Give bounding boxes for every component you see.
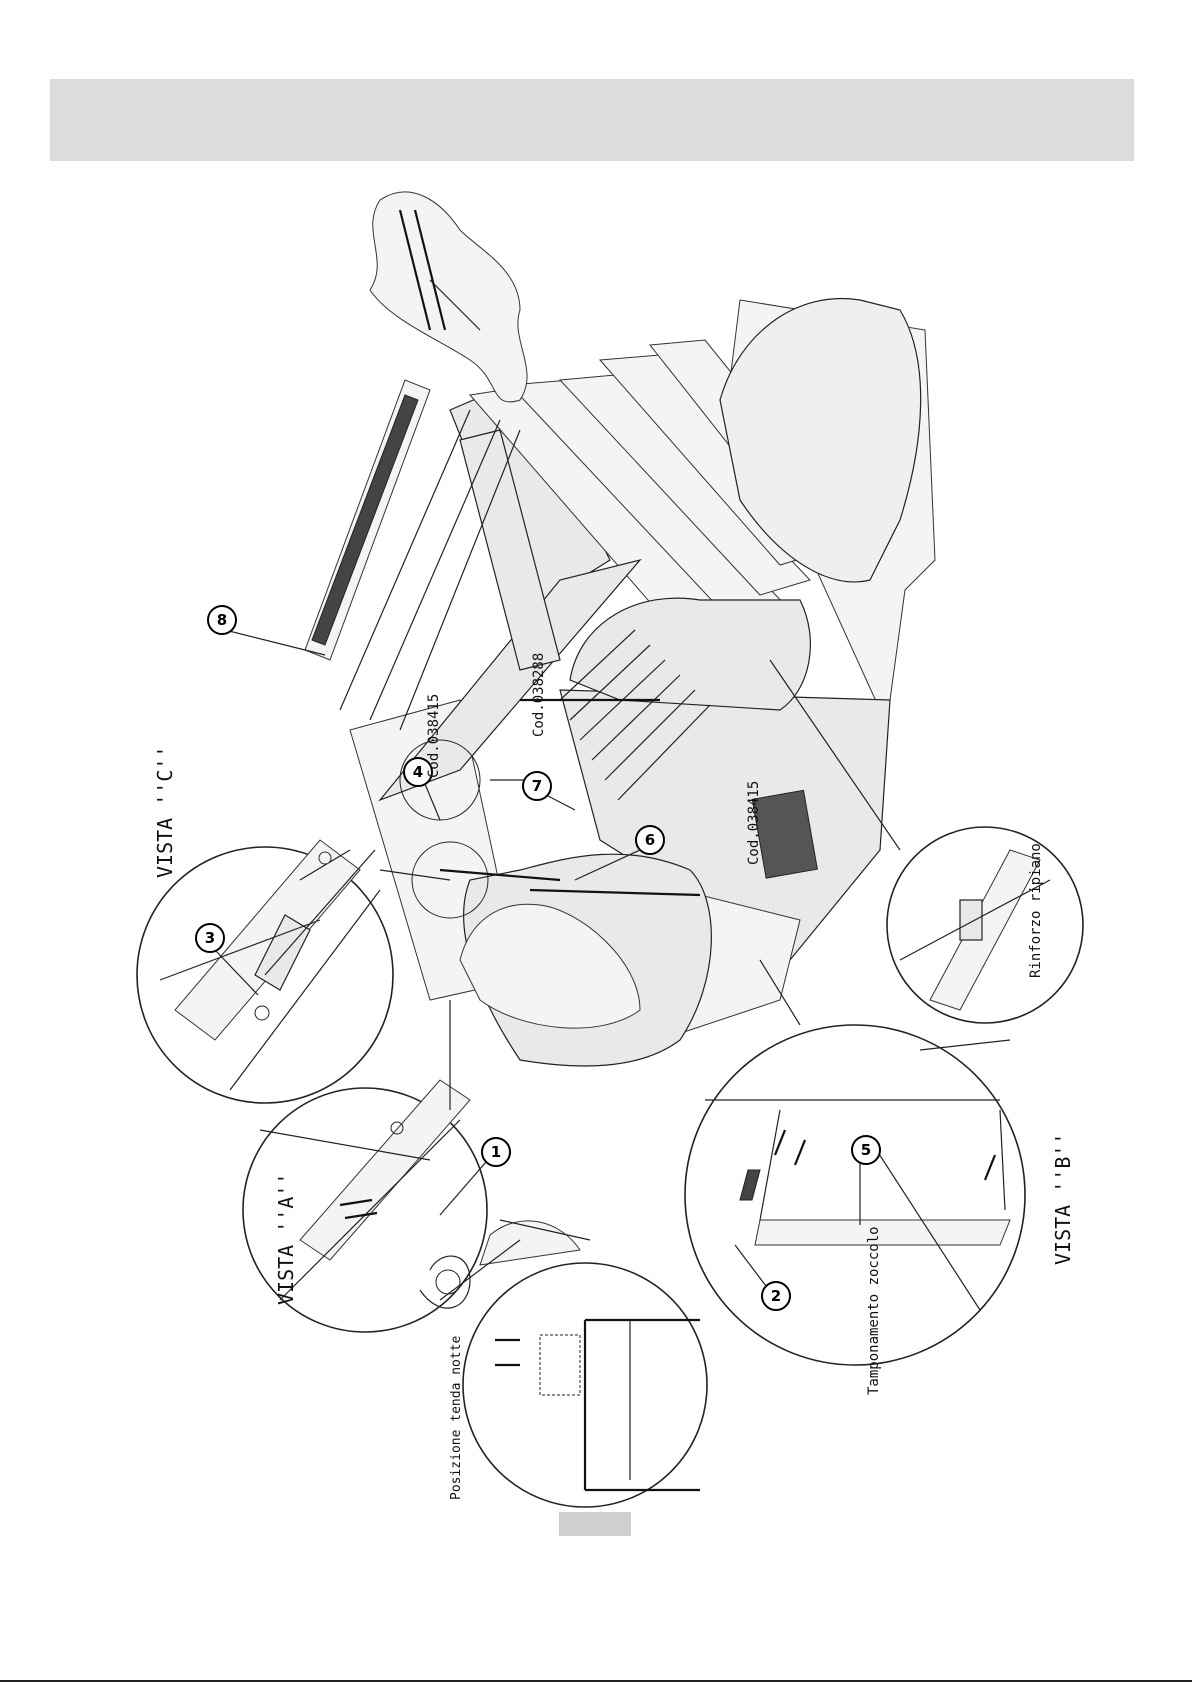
bottom-rule <box>0 1680 1192 1682</box>
label-vista-b: VISTA ''B'' <box>1051 1133 1075 1265</box>
detail-vista-c <box>137 840 393 1103</box>
page-number-tab <box>559 1512 631 1536</box>
svg-text:6: 6 <box>645 831 655 849</box>
svg-text:5: 5 <box>861 1141 871 1159</box>
detail-cloud-top <box>370 192 527 402</box>
part-8-shelf <box>225 380 430 660</box>
svg-text:3: 3 <box>205 929 215 947</box>
label-tamponamento-zoccolo: Tamponamento zoccolo <box>866 1226 882 1395</box>
label-posizione-tenda-notte: Posizione tenda notte <box>449 1335 464 1500</box>
detail-posizione-tenda <box>440 1221 707 1507</box>
svg-text:4: 4 <box>413 763 423 781</box>
svg-text:7: 7 <box>532 777 542 795</box>
callout-8: 8 <box>208 606 236 634</box>
label-cod-038415-top: Cod.038415 <box>426 694 442 778</box>
svg-text:2: 2 <box>771 1287 781 1305</box>
label-vista-c: VISTA ''C'' <box>153 746 177 878</box>
svg-text:1: 1 <box>491 1143 501 1161</box>
detail-rinforzo-ripiano <box>887 827 1083 1023</box>
detail-vista-b <box>685 1025 1025 1365</box>
label-cod-038415-bottom: Cod.038415 <box>746 781 762 865</box>
svg-text:8: 8 <box>217 611 227 629</box>
label-cod-038288: Cod.038288 <box>531 653 547 737</box>
display-case <box>340 298 935 1066</box>
label-vista-a: VISTA ''A'' <box>274 1173 298 1305</box>
label-rinforzo-ripiano: Rinforzo ripiano <box>1028 843 1044 978</box>
callout-7: 7 <box>490 772 575 810</box>
